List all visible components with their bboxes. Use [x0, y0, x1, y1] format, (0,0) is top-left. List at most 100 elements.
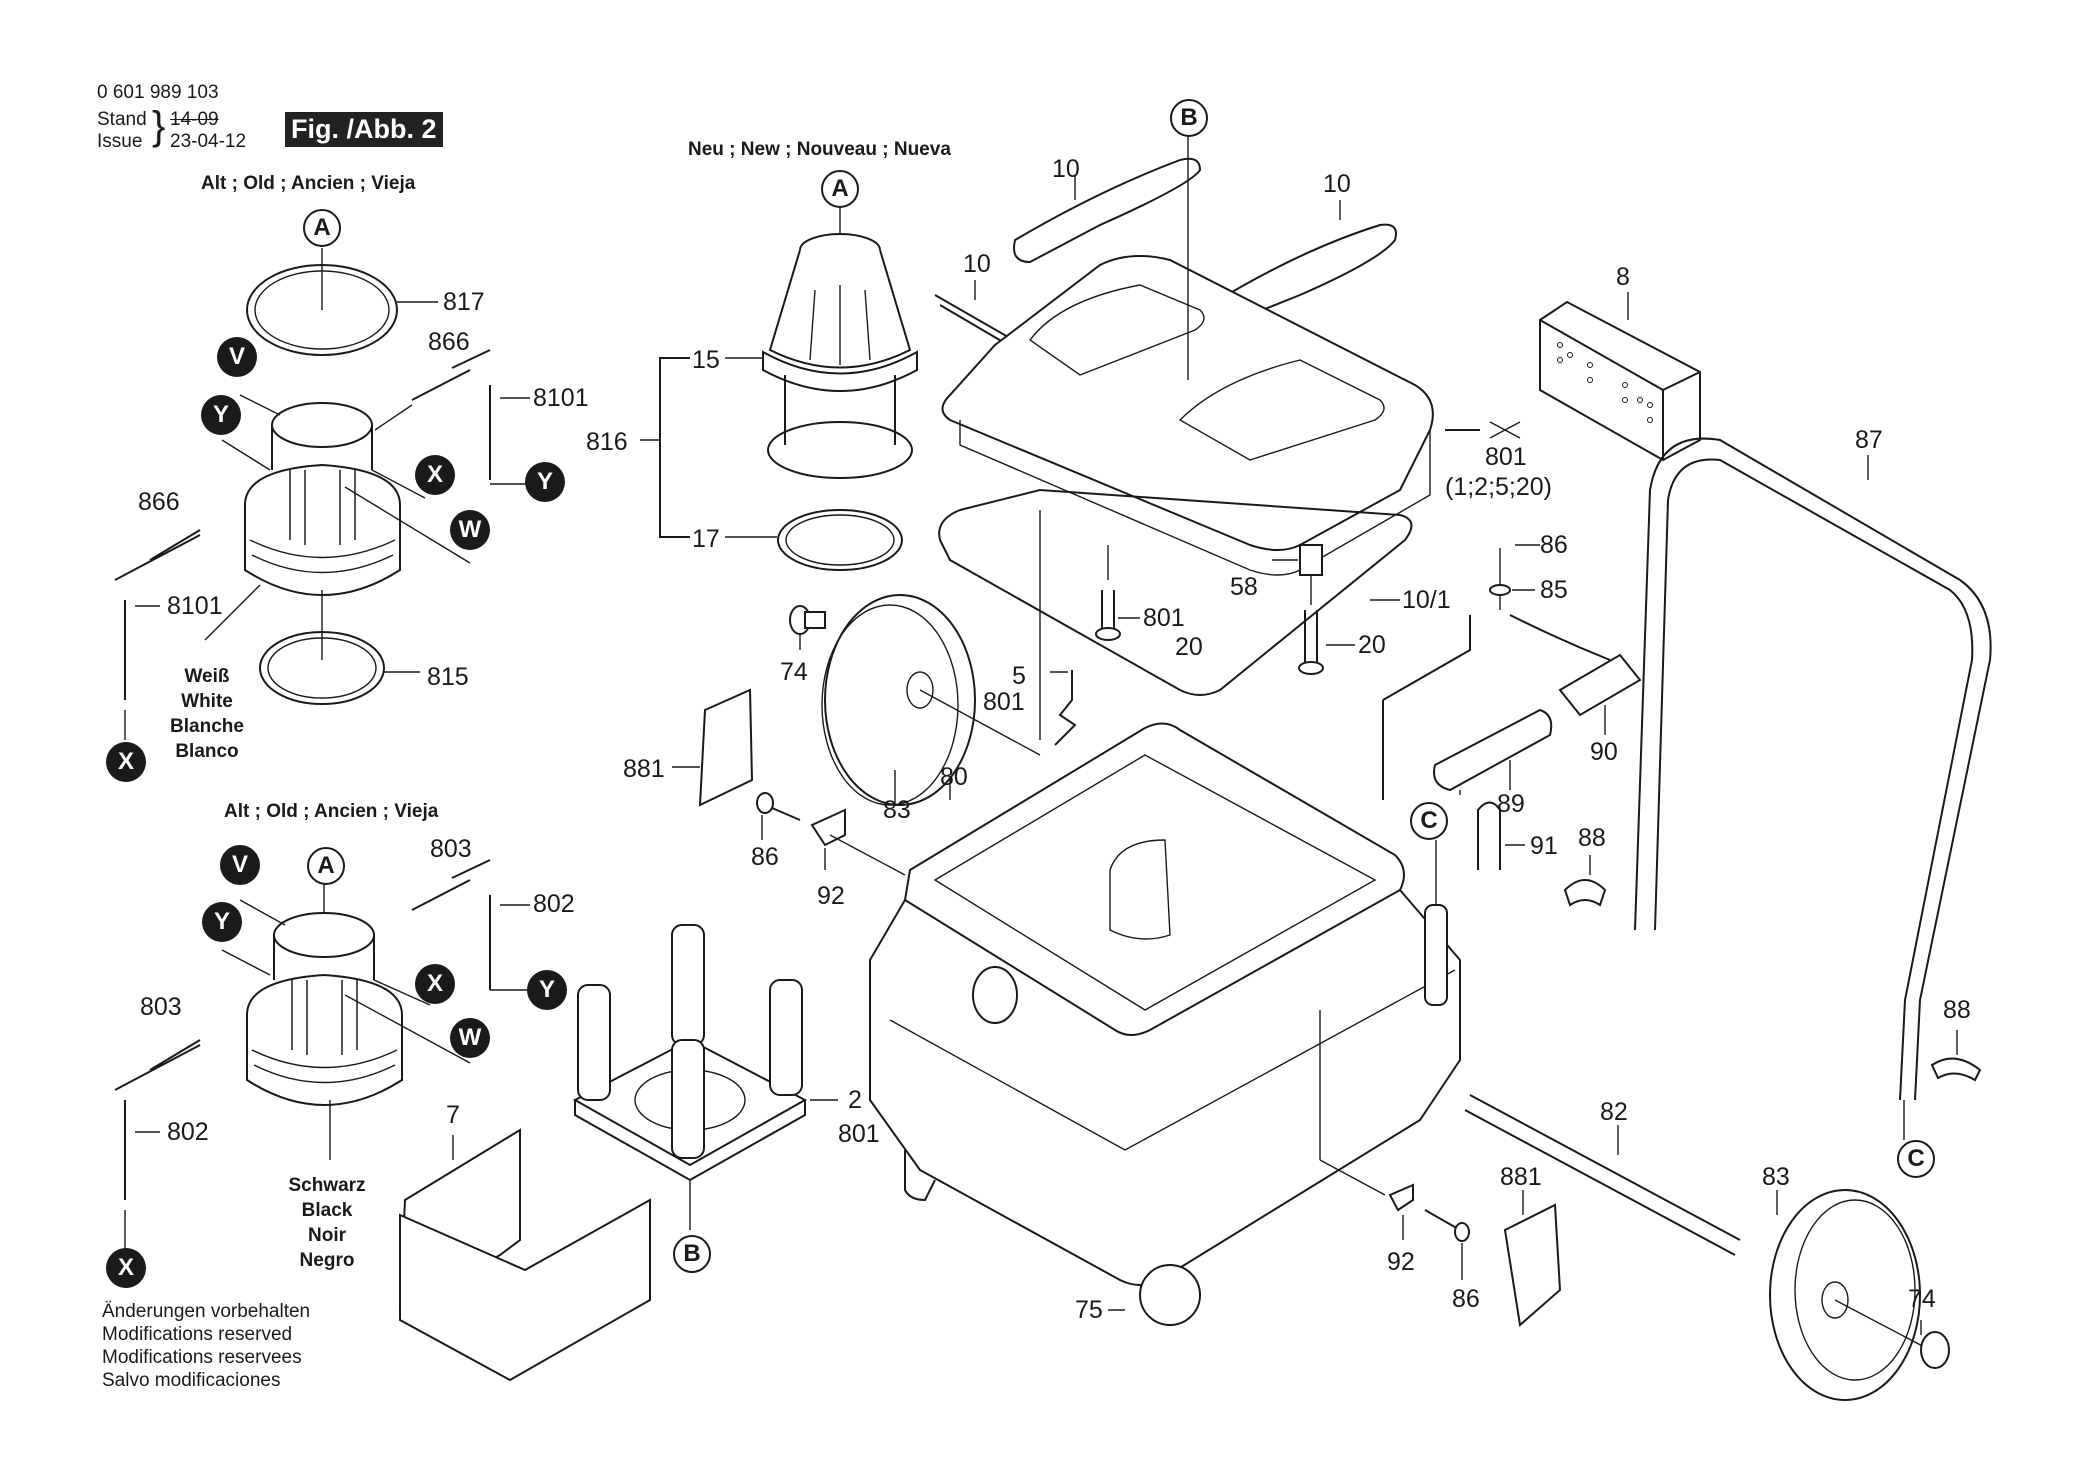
motor-housing-top: [244, 463, 401, 596]
chain-90: [1509, 614, 1611, 661]
callout-803-right: 803: [430, 835, 472, 863]
callout-89: 89: [1497, 790, 1525, 818]
bottom-old-motor-group: [114, 859, 530, 1250]
callout-92-right: 92: [1387, 1248, 1415, 1276]
filter-block-8: [1539, 292, 1701, 462]
tube-89: [1433, 708, 1553, 792]
latch-5: [1050, 670, 1077, 746]
callout-82: 82: [1600, 1098, 1628, 1126]
ref-marker-a-top: A: [303, 209, 341, 247]
callout-10-1: 10/1: [1402, 586, 1451, 614]
top-old-motor-group: [114, 248, 530, 740]
motor-fan-top: [271, 402, 373, 448]
callout-86-left: 86: [751, 843, 779, 871]
cover-881-left: [698, 688, 754, 807]
callout-8101-left: 8101: [167, 592, 223, 620]
callout-91: 91: [1530, 832, 1558, 860]
callout-10-b: 10: [1323, 170, 1351, 198]
callout-801-base: 801: [838, 1120, 880, 1148]
callout-88-a: 88: [1578, 824, 1606, 852]
caption-old-bottom: Alt ; Old ; Ancien ; Vieja: [224, 801, 439, 822]
callout-80: 80: [940, 763, 968, 791]
callout-20: 20: [1358, 631, 1386, 659]
wire-marker-x-bottom: X: [415, 964, 455, 1004]
base-plate-group: [572, 924, 838, 1230]
post-c: [1424, 904, 1448, 1006]
callout-87: 87: [1855, 426, 1883, 454]
color-black-fr: Noir: [308, 1225, 346, 1246]
callout-881-right: 881: [1500, 1163, 1542, 1191]
callout-801-screw: 801: [1143, 604, 1185, 632]
callout-801-latch: 801: [983, 688, 1025, 716]
ref-marker-a-new: A: [821, 170, 859, 208]
callout-801-group-sub: (1;2;5;20): [1445, 473, 1553, 501]
hose-port: [972, 966, 1018, 1024]
callout-8101-right: 8101: [533, 384, 589, 412]
wheel-83-right: [1769, 1189, 1921, 1401]
callout-20-screw: 20: [1175, 633, 1203, 661]
callout-85: 85: [1540, 576, 1568, 604]
callout-90: 90: [1590, 738, 1618, 766]
wire-marker-v-top: V: [217, 337, 257, 377]
ref-marker-c-handle: C: [1897, 1140, 1935, 1178]
lid-housing: [941, 255, 1434, 551]
footer-fr: Modifications reservees: [102, 1347, 302, 1368]
ref-marker-b-bottom: B: [673, 1235, 711, 1273]
left-cover-parts: [672, 688, 906, 876]
screw-86-right: [1424, 1209, 1461, 1231]
callout-83-right: 83: [1762, 1163, 1790, 1191]
cap-74-right: [1920, 1331, 1950, 1369]
axle-82: [1464, 1094, 1741, 1256]
handle-87: [1634, 437, 1992, 1140]
wire-866-left: [114, 529, 201, 581]
color-white-en: White: [181, 691, 233, 712]
axle-wheel-right: [1464, 1030, 1982, 1401]
callout-58: 58: [1230, 573, 1258, 601]
color-white-es: Blanco: [175, 741, 239, 762]
ring-815: [259, 631, 385, 705]
wire-marker-x-bottom-term: X: [106, 1248, 146, 1288]
callout-866-left: 866: [138, 488, 180, 516]
container-body-80: [869, 510, 1461, 1326]
callout-15: 15: [692, 346, 720, 374]
figure-label: Fig. /Abb. 2: [285, 112, 443, 147]
wire-marker-x-top: X: [415, 455, 455, 495]
wire-marker-w-bottom: W: [450, 1018, 490, 1058]
callout-10-a: 10: [1052, 155, 1080, 183]
color-black-de: Schwarz: [288, 1175, 366, 1196]
callout-74-left: 74: [780, 658, 808, 686]
wire-marker-y-top-term: Y: [525, 462, 565, 502]
callout-815: 815: [427, 663, 469, 691]
bracket-7: [398, 1128, 651, 1382]
callout-881-left: 881: [623, 755, 665, 783]
wire-803-right: [411, 859, 491, 911]
bracket-816: [659, 357, 690, 538]
callout-817: 817: [443, 288, 485, 316]
callout-74-right: 74: [1908, 1285, 1936, 1313]
clip-88-a: [1563, 879, 1607, 907]
old-date: 14-09: [170, 109, 219, 130]
cap-90: [1558, 653, 1642, 717]
tube-cap-group: [1382, 544, 1642, 907]
screw-801-20: [1101, 590, 1115, 630]
wire-marker-y-top: Y: [201, 395, 241, 435]
wire-marker-y-bottom: Y: [202, 902, 242, 942]
caster-75: [1139, 1264, 1201, 1326]
callout-10-c: 10: [963, 250, 991, 278]
footer-en: Modifications reserved: [102, 1324, 293, 1345]
wire-marker-w-top: W: [450, 510, 490, 550]
wire-866-right: [411, 349, 491, 401]
callout-86-right: 86: [1452, 1285, 1480, 1313]
wire-marker-v-bottom: V: [220, 845, 260, 885]
issue-label: Issue: [97, 131, 143, 152]
callout-86-top: 86: [1540, 531, 1568, 559]
color-black-es: Negro: [299, 1250, 355, 1271]
issue-date: 23-04-12: [170, 131, 247, 152]
callout-2-base: 2: [848, 1086, 862, 1114]
callout-801-group: 801: [1485, 443, 1527, 471]
ref-marker-c-body: C: [1410, 802, 1448, 840]
callout-802-left: 802: [167, 1118, 209, 1146]
clip-58: [1299, 544, 1323, 576]
right-cover-parts: [1388, 1183, 1562, 1327]
